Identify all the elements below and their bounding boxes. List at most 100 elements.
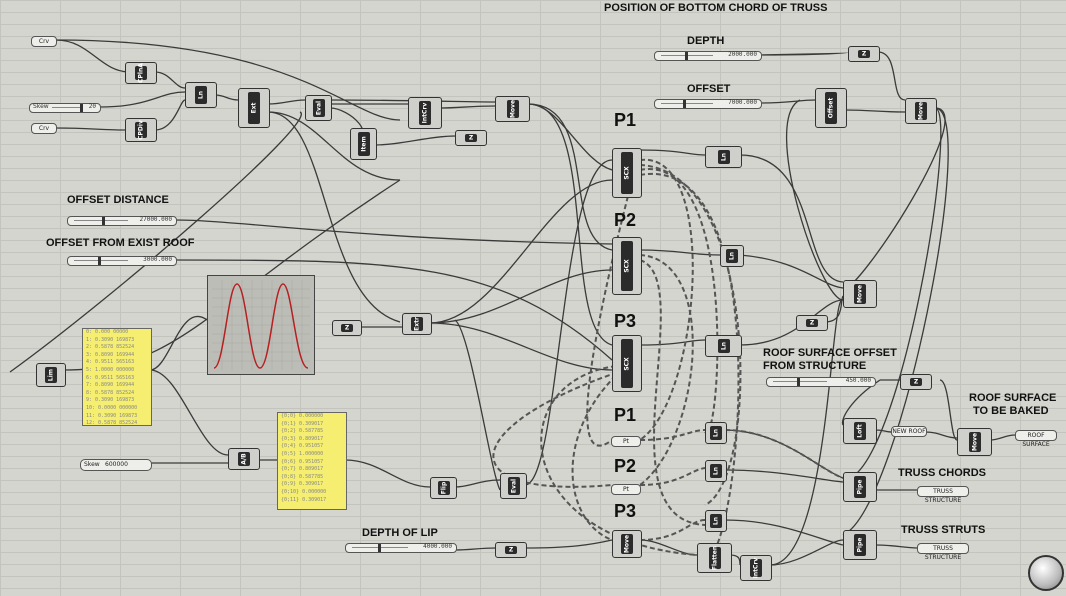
curve-param-1[interactable]: Crv <box>31 36 57 47</box>
cpdiv-name: CPDiv <box>137 120 145 140</box>
point-param-2[interactable]: Pt <box>611 484 641 495</box>
unit-z-component-7[interactable]: Z <box>495 542 527 558</box>
depth-of-lip-slider[interactable]: 4000.000 <box>345 543 457 553</box>
graph-mapper[interactable] <box>207 275 315 375</box>
move-component-2[interactable]: Move <box>843 280 877 308</box>
offset-from-exist-slider[interactable]: 3000.000 <box>67 256 177 266</box>
truss-structure-param-1[interactable]: TRUSS STRUCTURE <box>917 486 969 504</box>
line-component-3[interactable]: Ln <box>705 335 742 357</box>
length-component[interactable]: Ln <box>185 82 217 108</box>
move-name-1: Move <box>509 99 516 119</box>
panel-line: {0;9} 0.309017 <box>281 481 324 488</box>
unit-z-component-1[interactable]: Z <box>455 130 487 146</box>
offset-distance-slider[interactable]: 27000.000 <box>67 216 177 226</box>
evaluate-component-2[interactable]: Eval <box>500 473 527 499</box>
line-component-5[interactable]: Ln <box>705 460 727 482</box>
offset-name: Offset <box>827 97 835 119</box>
offset-from-exist-value: 3000.000 <box>143 256 172 263</box>
evaluate-name: Eval <box>315 100 322 116</box>
unit-z-component-4[interactable]: Z <box>848 46 880 62</box>
offset-component[interactable]: Offset <box>815 88 847 128</box>
cpdiv-component[interactable]: CPDiv <box>125 118 157 142</box>
extrude-component[interactable]: Extr <box>402 313 432 335</box>
p2-label-a: P2 <box>614 210 637 230</box>
list-item-component[interactable]: Item <box>350 128 377 160</box>
evaluate-name-2: Eval <box>510 478 517 494</box>
unit-z-name-8: Z <box>913 378 919 386</box>
panel-line: 11: 0.3090 169873 <box>86 412 138 419</box>
data-panel-2[interactable]: {0;0} 0.000000{0;1} 0.309017{0;2} 0.5877… <box>277 412 347 510</box>
move-component-5[interactable]: Move <box>957 428 992 456</box>
line-component-2[interactable]: Ln <box>720 245 744 267</box>
line-name-2: Ln <box>728 251 736 261</box>
evaluate-component[interactable]: Eval <box>305 95 332 121</box>
curve-param-2[interactable]: Crv <box>31 123 57 134</box>
scx-component-3[interactable]: SCX <box>612 335 642 392</box>
line-component-4[interactable]: Ln <box>705 422 727 444</box>
point-param-1[interactable]: Pt <box>611 436 641 447</box>
offset-slider[interactable]: 7000.000 <box>654 99 762 109</box>
depth-label: DEPTH <box>687 35 725 47</box>
truss-structure-param-2[interactable]: TRUSS STRUCTURE <box>917 543 969 561</box>
intcrv-name: IntCrv <box>421 102 429 124</box>
extend-component[interactable]: Ext <box>238 88 270 128</box>
loft-component[interactable]: Loft <box>843 418 877 444</box>
intcrv-component-2[interactable]: IntCrv <box>740 555 772 581</box>
offset-label: OFFSET <box>687 83 731 95</box>
scx-component-2[interactable]: SCX <box>612 237 642 295</box>
p3-label-a: P3 <box>614 311 637 331</box>
panel-line: 10: 0.0000 000000 <box>86 404 138 411</box>
panel-line: 3: 0.8090 169944 <box>86 351 135 358</box>
skew-slider-value: 20 <box>88 103 96 110</box>
depth-of-lip-label: DEPTH OF LIP <box>362 527 438 539</box>
flatten-component[interactable]: Flatten <box>697 543 732 573</box>
move-component-3[interactable]: Move <box>905 98 937 124</box>
panel-line: 8: 0.5878 852524 <box>86 389 135 396</box>
unit-z-component-3[interactable]: Z <box>796 315 828 331</box>
line-component-6[interactable]: Ln <box>705 510 727 532</box>
move-component-4[interactable]: Move <box>612 530 642 558</box>
division-component[interactable]: A/B <box>228 448 260 470</box>
depth-slider[interactable]: 2000.000 <box>654 51 762 61</box>
line-name-4: Ln <box>712 428 720 438</box>
p3-label-b: P3 <box>614 501 637 521</box>
intcrv-component[interactable]: IntCrv <box>408 97 442 129</box>
roof-surface-param[interactable]: ROOF SURFACE <box>1015 430 1057 448</box>
bounds-component[interactable]: Lim <box>36 363 66 387</box>
line-name-1: Ln <box>720 152 727 162</box>
skew-toggle-value: 600000 <box>105 461 128 468</box>
pipe-component-1[interactable]: Pipe <box>843 472 877 502</box>
panel-line: {0;8} 0.587785 <box>281 473 324 480</box>
loft-name: Loft <box>856 424 864 438</box>
roof-offset-label-1: ROOF SURFACE OFFSET <box>763 347 897 359</box>
flip-component[interactable]: Flip <box>430 477 457 499</box>
line-name-3: Ln <box>720 341 727 351</box>
roof-baked-label-2: TO BE BAKED <box>973 405 1049 417</box>
line-component-1[interactable]: Ln <box>705 146 742 168</box>
length-name: Ln <box>197 90 205 100</box>
offset-from-exist-roof-label: OFFSET FROM EXIST ROOF <box>46 237 195 249</box>
scx-name-2: SCX <box>623 259 631 273</box>
roof-offset-slider[interactable]: 450.000 <box>766 377 876 387</box>
roof-offset-value: 450.000 <box>845 377 871 384</box>
depth-slider-value: 2000.000 <box>728 51 757 58</box>
move-component-1[interactable]: Move <box>495 96 530 122</box>
unit-z-component-8[interactable]: Z <box>900 374 932 390</box>
pipe-component-2[interactable]: Pipe <box>843 530 877 560</box>
scx-name-3: SCX <box>623 356 631 371</box>
truss-struts-label: TRUSS STRUTS <box>901 524 986 536</box>
unit-z-name-3: Z <box>809 319 815 327</box>
new-roof-param[interactable]: NEW ROOF <box>891 426 927 437</box>
pipe-name-1: Pipe <box>856 479 864 495</box>
sine-graph <box>212 280 310 370</box>
cplane-component[interactable]: CPlnA <box>125 62 157 84</box>
list-item-name: Item <box>360 136 367 152</box>
navigation-widget-icon[interactable] <box>1028 555 1064 591</box>
unit-z-name-7: Z <box>508 546 514 554</box>
unit-z-component-6[interactable]: Z <box>332 320 362 336</box>
scx-component-1[interactable]: SCX <box>612 148 642 198</box>
depth-of-lip-value: 4000.000 <box>423 543 452 550</box>
